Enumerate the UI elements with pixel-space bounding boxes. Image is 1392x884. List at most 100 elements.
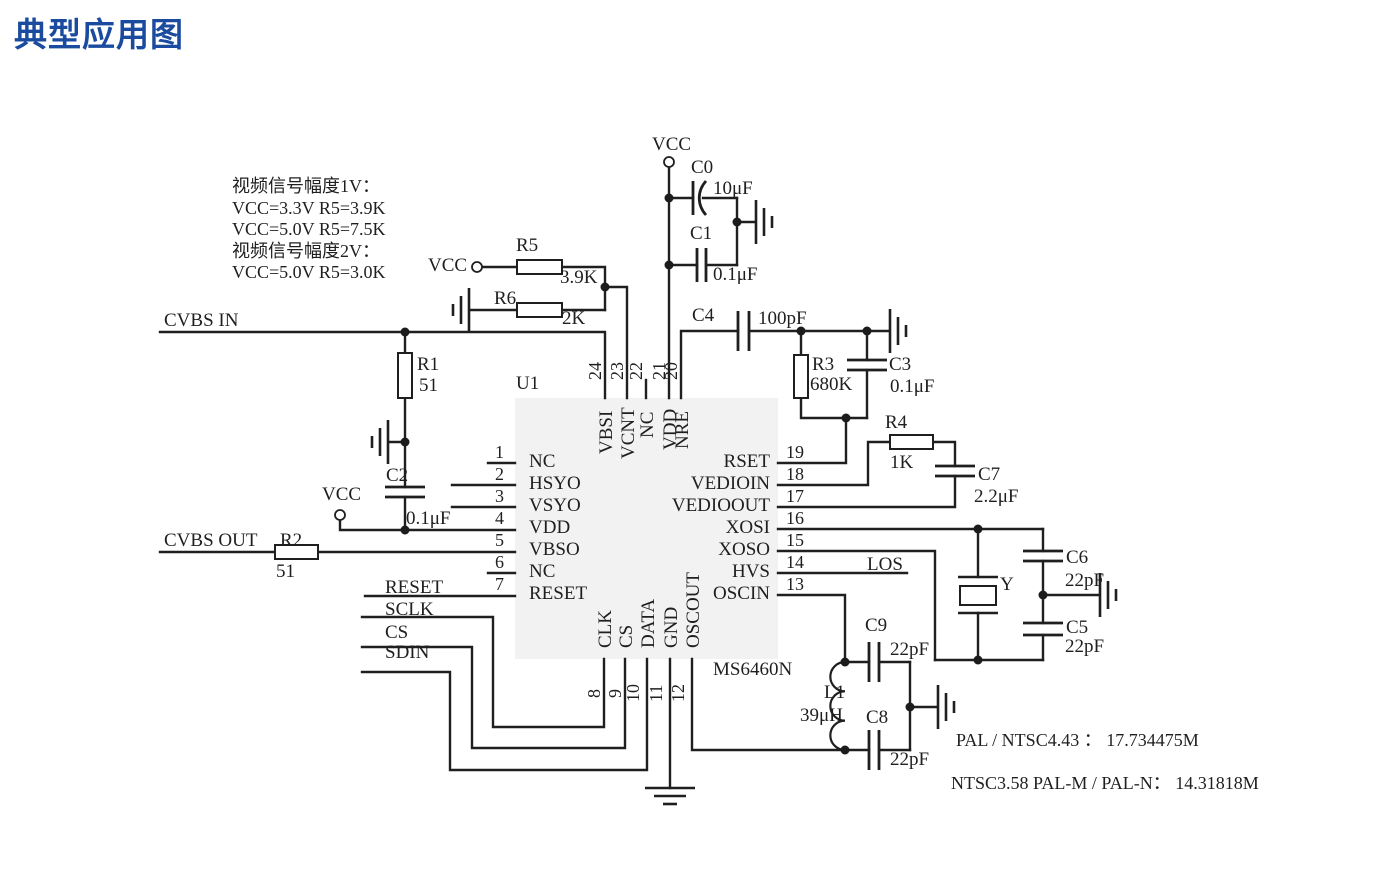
pin-name-vedioin: VEDIOIN	[690, 473, 770, 494]
pin-num-9: 9	[605, 689, 625, 698]
pin-name-cs: CS	[616, 624, 637, 648]
c6-value: 22pF	[1065, 570, 1105, 591]
pin-num-5: 5	[495, 530, 504, 550]
vcc-label-r5: VCC	[428, 255, 468, 276]
signal-cvbs-out: CVBS OUT	[164, 530, 258, 551]
pin-name-vedioout: VEDIOOUT	[671, 495, 770, 516]
pin-num-8: 8	[584, 689, 604, 698]
pin-name-oscin: OSCIN	[712, 583, 770, 604]
pin-name-oscout: OSCOUT	[683, 571, 704, 648]
c8-ref: C8	[866, 707, 889, 728]
pin-name-vbsi: VBSI	[596, 410, 617, 454]
ic-part-number: MS6460N	[713, 659, 793, 680]
signal-los: LOS	[867, 554, 903, 575]
pin-name-clk: CLK	[595, 610, 616, 648]
pin-name-nc-22: NC	[637, 411, 658, 438]
ic-designator: U1	[516, 373, 540, 394]
pin-name-reset: RESET	[529, 583, 588, 604]
design-notes: 视频信号幅度1V： VCC=3.3V R5=3.9K VCC=5.0V R5=7…	[232, 176, 386, 284]
pin-name-nc-6: NC	[529, 561, 556, 582]
pin-num-6: 6	[495, 552, 504, 572]
c3-value: 0.1μF	[890, 376, 935, 397]
c2-value: 0.1μF	[406, 508, 451, 529]
r2-value: 51	[276, 561, 295, 582]
pin-num-2: 2	[495, 464, 504, 484]
vcc-label-top: VCC	[652, 134, 692, 155]
page-title: 典型应用图	[14, 16, 184, 53]
pin-num-15: 15	[786, 530, 804, 550]
pin-name-nre: NRE	[672, 411, 693, 449]
freq-note-ntsc: NTSC3.58 PAL-M / PAL-N： 14.31818M	[951, 773, 1259, 793]
c9-ref: C9	[865, 615, 888, 636]
note-line: 视频信号幅度2V：	[232, 240, 380, 261]
note-line: VCC=5.0V R5=7.5K	[232, 219, 386, 239]
c1-ref: C1	[690, 223, 713, 244]
c9-value: 22pF	[890, 639, 930, 660]
r6-ref: R6	[494, 288, 517, 309]
pin-num-4: 4	[495, 508, 504, 528]
c7-ref: C7	[978, 464, 1001, 485]
c0-ref: C0	[691, 157, 714, 178]
pin-name-rset: RSET	[723, 451, 770, 472]
pin-num-19: 19	[786, 442, 804, 462]
note-line: 视频信号幅度1V：	[232, 176, 380, 196]
pin-num-7: 7	[495, 574, 504, 594]
signal-sdin: SDIN	[385, 642, 430, 663]
note-line: VCC=3.3V R5=3.9K	[232, 197, 386, 218]
r3-value: 680K	[810, 374, 853, 395]
pin-name-vbso: VBSO	[529, 539, 580, 560]
c4-ref: C4	[692, 305, 715, 326]
c0-value: 10μF	[713, 178, 753, 199]
pin-name-xosi: XOSI	[725, 517, 770, 538]
pin-name-data: DATA	[638, 598, 659, 648]
signal-sclk: SCLK	[385, 599, 434, 620]
c4-value: 100pF	[758, 308, 807, 329]
ic-body	[515, 398, 778, 659]
r3-ref: R3	[812, 354, 835, 375]
pin-num-20: 20	[661, 362, 681, 380]
pin-name-hsyo: HSYO	[529, 473, 581, 494]
c1-value: 0.1μF	[713, 264, 758, 285]
r6-value: 2K	[562, 308, 586, 329]
pin-name-hvs: HVS	[731, 561, 770, 582]
pin-num-23: 23	[607, 362, 627, 380]
r4-value: 1K	[890, 452, 914, 473]
pin-num-16: 16	[786, 508, 804, 528]
pin-num-12: 12	[668, 684, 688, 702]
pin-num-24: 24	[585, 362, 605, 380]
c6-ref: C6	[1066, 547, 1089, 568]
note-line: VCC=5.0V R5=3.0K	[232, 262, 386, 282]
r1-value: 51	[419, 375, 438, 396]
pin-num-22: 22	[626, 362, 646, 380]
freq-note-pal: PAL / NTSC4.43 ： 17.734475M	[956, 730, 1199, 750]
c3-ref: C3	[889, 354, 912, 375]
pin-num-17: 17	[786, 486, 804, 506]
pin-name-vsyo: VSYO	[529, 495, 581, 516]
pin-num-13: 13	[786, 574, 804, 594]
y1-ref: Y	[1000, 574, 1014, 595]
l1-ref: L1	[824, 682, 846, 703]
pin-num-18: 18	[786, 464, 804, 484]
c5-value: 22pF	[1065, 636, 1105, 657]
pin-name-gnd: GND	[661, 606, 682, 648]
c5-ref: C5	[1066, 617, 1089, 638]
signal-cs: CS	[385, 622, 409, 643]
pin-name-vdd-4: VDD	[529, 517, 571, 538]
r4-ref: R4	[885, 412, 908, 433]
pin-num-14: 14	[786, 552, 804, 572]
pin-num-3: 3	[495, 486, 504, 506]
c2-ref: C2	[386, 465, 409, 486]
r2-ref: R2	[280, 530, 303, 551]
r5-value: 3.9K	[560, 267, 598, 288]
pin-num-11: 11	[646, 684, 666, 702]
pin-name-nc-1: NC	[529, 451, 556, 472]
l1-value: 39μH	[800, 705, 843, 726]
c7-value: 2.2μF	[974, 486, 1019, 507]
c8-value: 22pF	[890, 749, 930, 770]
pin-num-1: 1	[495, 442, 504, 462]
vcc-label-c2: VCC	[322, 484, 362, 505]
pin-num-10: 10	[623, 684, 643, 702]
